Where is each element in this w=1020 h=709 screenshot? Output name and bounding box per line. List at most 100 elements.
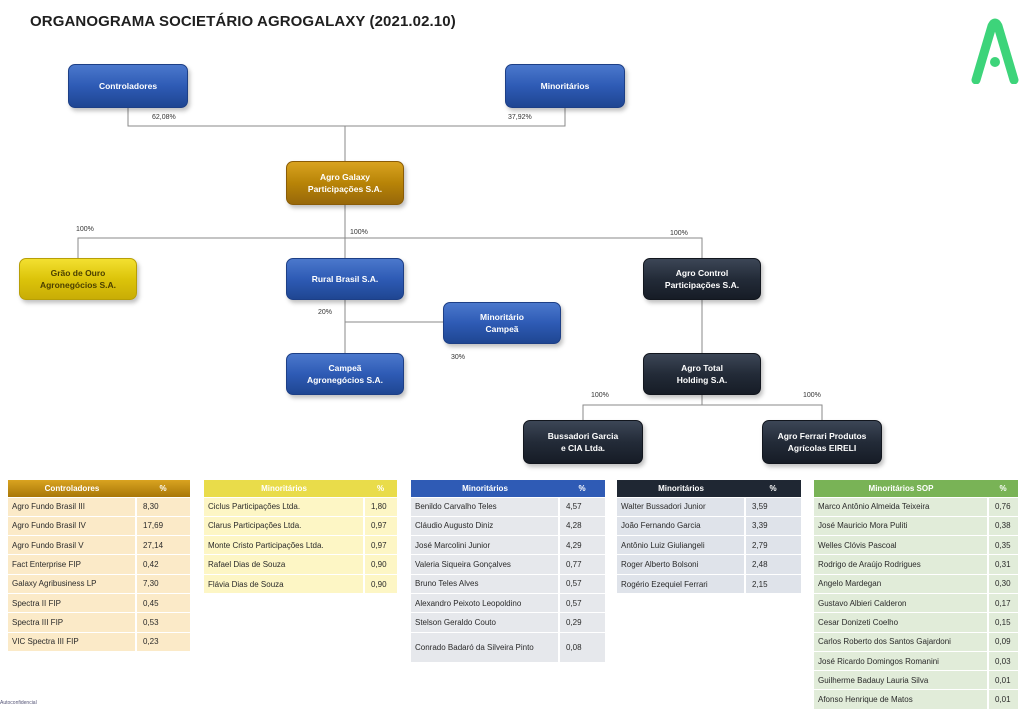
shareholder-name: Welles Clóvis Pascoal [814,535,988,555]
shareholder-name: Rodrigo de Araújo Rodrigues [814,554,988,575]
shareholder-name: Clarus Participações Ltda. [204,515,364,536]
shareholder-name: Walter Bussadori Junior [617,496,745,517]
shareholder-name: Agro Fundo Brasil III [8,496,136,517]
shareholder-name: Spectra III FIP [8,612,136,633]
shareholder-percent: 0,90 [363,573,397,594]
shareholder-percent: 0,29 [558,612,605,633]
shareholder-percent: 0,30 [987,573,1018,594]
shareholder-name: Monte Cristo Participações Ltda. [204,535,364,555]
shareholder-name: Guilherme Badauy Lauria Silva [814,670,988,690]
shareholder-name: Agro Fundo Brasil V [8,535,136,555]
agrogalaxy-a-logo-icon [971,18,1019,84]
shareholder-percent: 0,57 [558,573,605,594]
column-header: Minoritários [617,480,745,497]
pct-controladores: 62,08% [152,114,176,121]
shareholder-percent: 4,28 [558,515,605,536]
table-minoritarios-sop: Minoritários SOP % Marco Antônio Almeida… [814,480,1018,709]
shareholder-percent: 0,35 [987,535,1018,555]
shareholder-percent: 4,29 [558,535,605,555]
shareholder-percent: 1,80 [363,496,397,517]
shareholder-name: Roger Alberto Bolsoni [617,554,745,575]
shareholder-percent: 17,69 [135,515,190,536]
shareholder-name: Galaxy Agribusiness LP [8,573,136,594]
shareholder-percent: 0,45 [135,592,190,613]
node-campea: Campeã Agronegócios S.A. [286,353,404,395]
shareholder-name: Marco Antônio Almeida Teixeira [814,496,988,517]
shareholder-percent: 27,14 [135,535,190,555]
table-header: Minoritários % [204,480,397,497]
shareholder-name: Conrado Badaró da Silveira Pinto [411,631,559,663]
shareholder-percent: 0,97 [363,535,397,555]
footer-confidential: Autoconfidencial [0,700,37,706]
pct-agro-control: 100% [670,230,688,237]
node-minoritario-campea: Minoritário Campeã [443,302,561,344]
shareholder-name: Ciclus Participações Ltda. [204,496,364,517]
shareholder-percent: 0,17 [987,592,1018,613]
shareholder-name: Cesar Donizeti Coelho [814,612,988,633]
node-controladores: Controladores [68,64,188,108]
pct-rural-to-campea: 20% [318,309,333,316]
shareholder-name: José Ricardo Domingos Romanini [814,650,988,671]
shareholder-name: José Marcolini Junior [411,535,559,555]
shareholder-percent: 0,09 [987,631,1018,652]
shareholder-name: Flávia Dias de Souza [204,573,364,594]
pct-grao-de-ouro: 100% [76,226,94,233]
table-row: Ciclus Participações Ltda.1,80 [204,496,397,517]
shareholder-name: Bruno Teles Alves [411,573,559,594]
shareholder-percent: 0,31 [987,554,1018,575]
shareholder-percent: 2,15 [744,573,801,594]
table-minoritarios-1: Minoritários % Ciclus Participações Ltda… [204,480,397,594]
shareholder-percent: 0,08 [558,631,605,663]
shareholder-percent: 2,79 [744,535,801,555]
shareholder-percent: 0,76 [987,496,1018,517]
shareholder-name: Agro Fundo Brasil IV [8,515,136,536]
shareholder-percent: 0,57 [558,592,605,613]
shareholder-percent: 0,42 [135,554,190,575]
table-row: Monte Cristo Participações Ltda.0,97 [204,535,397,555]
pct-minoritario-to-campea: 30% [451,354,466,361]
shareholder-percent: 0,53 [135,612,190,633]
table-header: Controladores % [8,480,190,497]
column-header: Controladores [8,480,136,497]
column-header: % [364,480,397,497]
shareholder-percent: 2,48 [744,554,801,575]
shareholder-percent: 0,15 [987,612,1018,633]
pct-minoritarios: 37,92% [508,114,532,121]
column-header: Minoritários [204,480,364,497]
shareholder-percent: 0,01 [987,670,1018,690]
shareholder-percent: 7,30 [135,573,190,594]
shareholder-percent: 4,57 [558,496,605,517]
node-agro-ferrari: Agro Ferrari Produtos Agrícolas EIRELI [762,420,882,464]
node-bussadori: Bussadori Garcia e CIA Ltda. [523,420,643,464]
shareholder-name: Alexandro Peixoto Leopoldino [411,592,559,613]
shareholder-name: Valeria Siqueira Gonçalves [411,554,559,575]
shareholder-percent: 0,77 [558,554,605,575]
shareholder-name: Afonso Henrique de Matos [814,689,988,709]
node-agro-control: Agro Control Participações S.A. [643,258,761,300]
table-header: Minoritários SOP % [814,480,1018,497]
table-header: Minoritários % [617,480,801,497]
